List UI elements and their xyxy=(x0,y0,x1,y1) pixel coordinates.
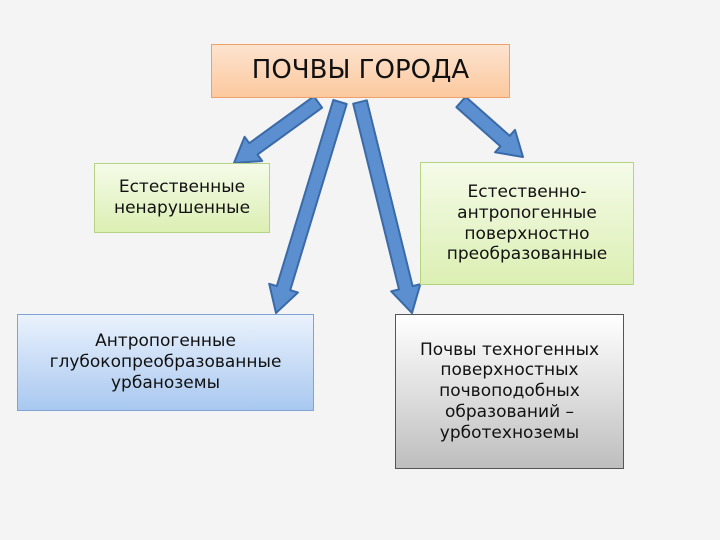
node-line: поверхностно xyxy=(464,223,590,244)
node-text: Естественно- антропогенные поверхностно … xyxy=(447,182,607,265)
node-text: Естественные ненарушенные xyxy=(114,177,250,218)
arrow-root-to-anthropogenic-deep xyxy=(268,99,348,314)
root-label: ПОЧВЫ ГОРОДА xyxy=(251,55,470,86)
node-line: преобразованные xyxy=(446,244,608,265)
root-node: ПОЧВЫ ГОРОДА xyxy=(211,44,510,98)
arrow-root-to-natural-anthropogenic xyxy=(455,95,524,158)
node-technogenic: Почвы техногенных поверхностных почвопод… xyxy=(395,314,624,469)
node-line: Почвы техногенных xyxy=(419,339,600,360)
node-line: Естественно- xyxy=(467,182,587,203)
arrow-root-to-natural-undisturbed xyxy=(233,95,324,164)
node-line: ненарушенные xyxy=(113,198,251,218)
node-line: почвоподобных xyxy=(439,381,580,402)
node-line: поверхностных xyxy=(440,360,579,381)
arrow-root-to-technogenic xyxy=(352,99,422,314)
node-line: урбаноземы xyxy=(110,372,220,393)
node-line: глубокопреобразованные xyxy=(49,352,282,373)
node-natural-anthropogenic: Естественно- антропогенные поверхностно … xyxy=(420,162,634,285)
node-line: антропогенные xyxy=(457,202,597,223)
node-line: Антропогенные xyxy=(95,331,236,352)
node-line: урботехноземы xyxy=(439,422,580,443)
node-line: Естественные xyxy=(118,177,246,198)
node-text: Почвы техногенных поверхностных почвопод… xyxy=(420,340,599,444)
node-anthropogenic-deep: Антропогенные глубокопреобразованные урб… xyxy=(17,314,314,411)
node-natural-undisturbed: Естественные ненарушенные xyxy=(94,163,270,233)
node-line: образований – xyxy=(444,401,575,422)
node-text: Антропогенные глубокопреобразованные урб… xyxy=(50,331,282,393)
